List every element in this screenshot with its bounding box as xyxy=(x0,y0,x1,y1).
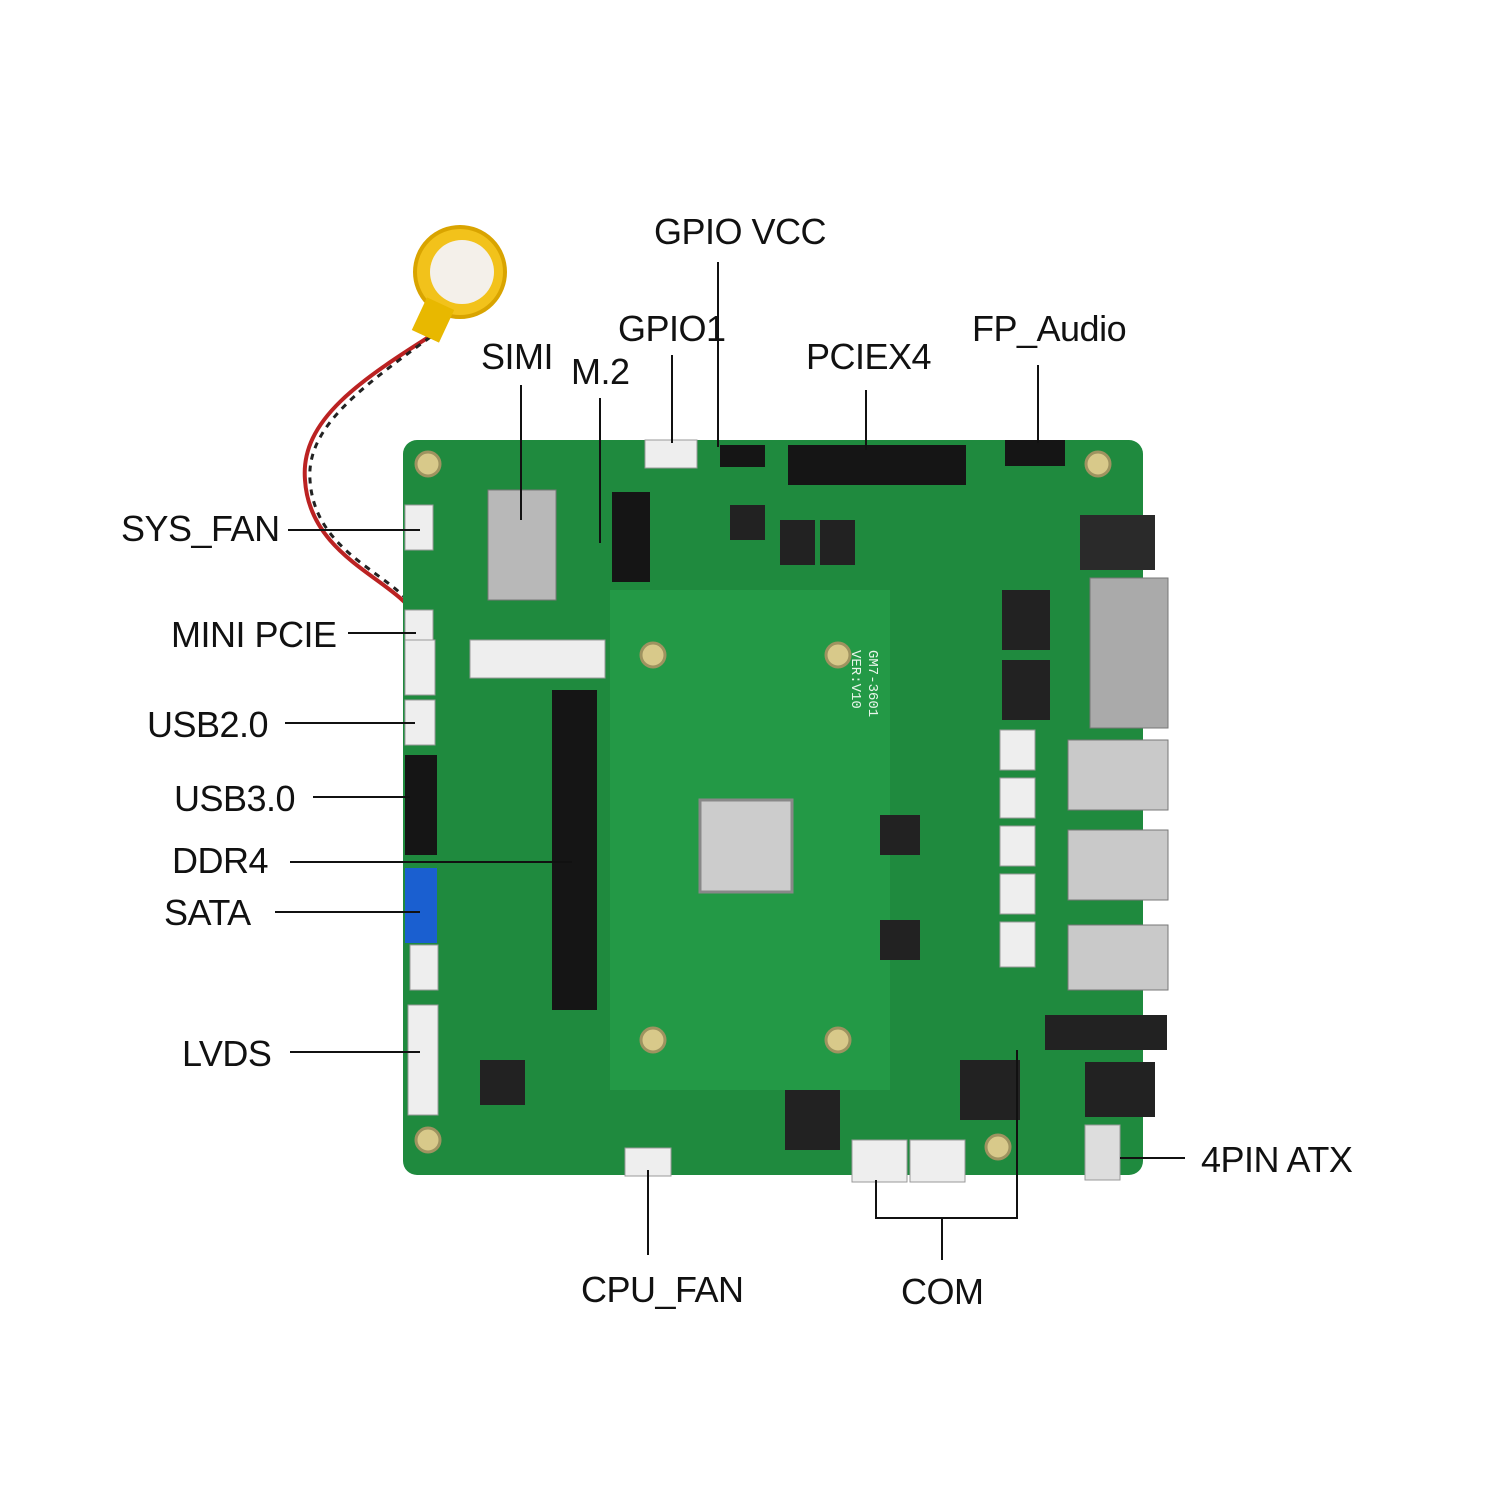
leader-line xyxy=(865,390,867,450)
leader-line xyxy=(599,398,601,543)
leader-line xyxy=(290,1051,420,1053)
mini-pcie-slot xyxy=(469,639,606,679)
leader-line xyxy=(290,861,572,863)
label-usb20: USB2.0 xyxy=(147,704,269,745)
m2-slot xyxy=(612,492,650,582)
label-sata: SATA xyxy=(164,892,251,933)
usb-port xyxy=(1067,829,1169,901)
battery-cable xyxy=(302,328,442,621)
hdmi-port xyxy=(1045,1015,1167,1050)
leader-line xyxy=(717,262,719,447)
label-lvds: LVDS xyxy=(182,1033,272,1074)
leader-line xyxy=(313,796,410,798)
label-fp-audio: FP_Audio xyxy=(972,308,1127,349)
cpu-chip xyxy=(698,798,794,894)
leader-line xyxy=(275,911,420,913)
leader-line xyxy=(671,355,673,443)
leader-line xyxy=(941,1217,943,1260)
audio-jack xyxy=(1080,515,1155,570)
pciex4-slot xyxy=(788,445,966,485)
leader-line xyxy=(875,1217,1018,1219)
label-cpu-fan: CPU_FAN xyxy=(581,1269,744,1310)
label-gpio1: GPIO1 xyxy=(618,308,726,349)
dc-jack xyxy=(1085,1062,1155,1117)
leader-line xyxy=(1120,1157,1185,1159)
label-m2: M.2 xyxy=(571,351,630,392)
board-version: VER:V10 xyxy=(847,650,864,709)
rj45-ports xyxy=(1089,577,1169,729)
label-com: COM xyxy=(901,1271,984,1312)
label-sys-fan: SYS_FAN xyxy=(121,508,280,549)
label-ddr4: DDR4 xyxy=(172,840,269,881)
label-usb30: USB3.0 xyxy=(174,778,296,819)
label-gpio-vcc: GPIO VCC xyxy=(654,211,827,252)
label-simi: SIMI xyxy=(481,336,554,377)
board-silkscreen: GM7-3601 VER:V10 xyxy=(846,650,880,717)
label-mini-pcie: MINI PCIE xyxy=(171,614,337,655)
leader-line xyxy=(875,1180,877,1219)
label-pciex4: PCIEX4 xyxy=(806,336,932,377)
leader-line xyxy=(520,385,522,520)
atx-connector xyxy=(1084,1124,1121,1181)
leader-line xyxy=(647,1170,649,1255)
usb-port xyxy=(1067,924,1169,991)
usb-port xyxy=(1067,739,1169,811)
sata-connector xyxy=(405,868,437,943)
leader-line xyxy=(1037,365,1039,443)
usb30-header xyxy=(405,755,437,855)
leader-line xyxy=(288,529,420,531)
board-model: GM7-3601 xyxy=(864,650,880,718)
sim-slot xyxy=(487,489,557,601)
leader-line xyxy=(1016,1050,1018,1219)
label-4pin-atx: 4PIN ATX xyxy=(1201,1139,1353,1180)
ddr4-slot xyxy=(552,690,597,1010)
leader-line xyxy=(348,632,416,634)
leader-line xyxy=(285,722,415,724)
